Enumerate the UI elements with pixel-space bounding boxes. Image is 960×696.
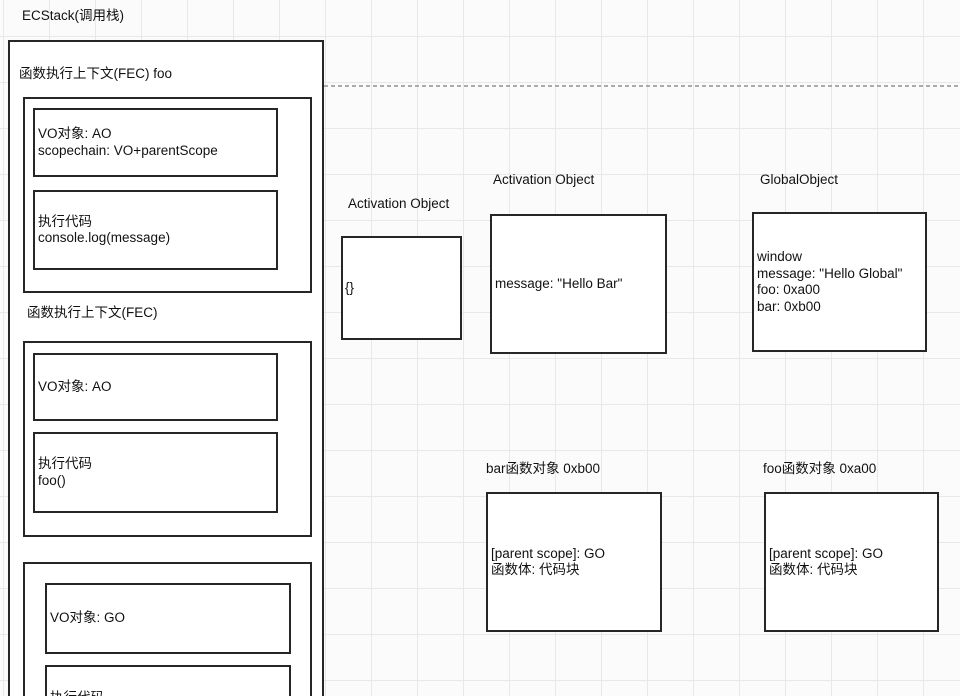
code-line: console.log(message) — [38, 230, 171, 245]
gec-code-box: 执行代码 — [45, 665, 291, 696]
fec-foo-vo-box: VO对象: AO scopechain: VO+parentScope — [33, 108, 278, 177]
foo-function-object-box: [parent scope]: GO 函数体: 代码块 — [764, 492, 939, 632]
code-title-line: 执行代码 — [50, 690, 286, 696]
code-title-line: 执行代码 — [38, 456, 92, 471]
code-title-line: 执行代码 — [38, 213, 92, 229]
global-object-label: GlobalObject — [760, 172, 839, 187]
message-line: message: "Hello Global" — [757, 265, 903, 281]
activation-object-bar-label: Activation Object — [493, 172, 595, 187]
activation-object-bar-box: message: "Hello Bar" — [490, 214, 667, 354]
parent-scope-line: [parent scope]: GO — [491, 545, 606, 561]
empty-object-line: {} — [345, 279, 355, 295]
gec-vo-box: VO对象: GO — [45, 583, 291, 654]
function-body-line: 函数体: 代码块 — [491, 562, 580, 577]
activation-object-empty-label: Activation Object — [348, 196, 450, 211]
vo-line: VO对象: GO — [50, 610, 126, 626]
fec-label: 函数执行上下文(FEC) — [27, 305, 158, 320]
scopechain-line: scopechain: VO+parentScope — [38, 142, 218, 158]
fec-foo-label: 函数执行上下文(FEC) foo — [19, 66, 173, 81]
ecstack-title: ECStack(调用栈) — [22, 8, 125, 23]
vo-line: VO对象: AO — [38, 126, 112, 141]
message-line: message: "Hello Bar" — [495, 275, 623, 291]
activation-object-empty-box: {} — [341, 236, 462, 340]
fec-foo-code-box: 执行代码 console.log(message) — [33, 190, 278, 270]
bar-function-object-box: [parent scope]: GO 函数体: 代码块 — [486, 492, 662, 632]
bar-ref-line: bar: 0xb00 — [757, 298, 821, 314]
parent-scope-line: [parent scope]: GO — [769, 545, 884, 561]
code-line: foo() — [38, 472, 66, 488]
function-body-line: 函数体: 代码块 — [769, 562, 858, 577]
fec-code-box: 执行代码 foo() — [33, 432, 278, 513]
global-object-box: window message: "Hello Global" foo: 0xa0… — [752, 212, 927, 352]
dashed-separator-line — [324, 85, 960, 87]
foo-ref-line: foo: 0xa00 — [757, 282, 821, 297]
foo-function-object-label: foo函数对象 0xa00 — [763, 461, 877, 476]
window-line: window — [757, 249, 803, 264]
fec-vo-box: VO对象: AO — [33, 353, 278, 421]
vo-line: VO对象: AO — [38, 378, 112, 394]
bar-function-object-label: bar函数对象 0xb00 — [486, 461, 601, 476]
